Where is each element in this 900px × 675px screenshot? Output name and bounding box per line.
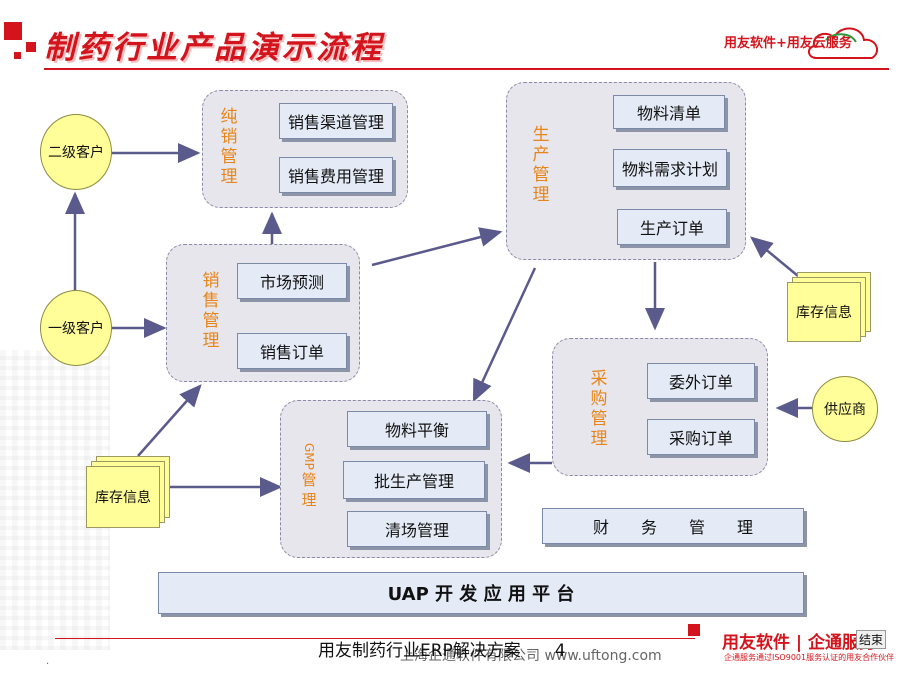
inventory-stack-left: 库存信息 bbox=[86, 456, 176, 532]
header-red-square-tiny bbox=[14, 52, 21, 59]
production-management-group: 生产管理 物料清单 物料需求计划 生产订单 bbox=[506, 82, 746, 260]
supplier-node: 供应商 bbox=[812, 376, 878, 442]
gmp-management-group: GMP 管理 物料平衡 批生产管理 清场管理 bbox=[280, 400, 502, 558]
gmp-label-prefix: GMP bbox=[302, 443, 316, 470]
production-order-box: 生产订单 bbox=[617, 209, 727, 245]
arrow-production-to-gmp bbox=[472, 267, 537, 403]
group-label-text: 销售管理 bbox=[202, 271, 220, 351]
material-balance-box: 物料平衡 bbox=[347, 411, 487, 447]
purchasing-management-label: 采购管理 bbox=[589, 369, 609, 449]
production-management-label: 生产管理 bbox=[531, 125, 551, 205]
sales-expense-management-box: 销售费用管理 bbox=[279, 157, 393, 193]
gmp-management-label: GMP 管理 bbox=[299, 443, 319, 510]
footer-brand: 用友软件 | 企通服务 bbox=[722, 633, 877, 653]
purchasing-management-group: 采购管理 委外订单 采购订单 bbox=[552, 338, 768, 476]
inventory-info-right: 库存信息 bbox=[787, 282, 861, 342]
header-red-square-large bbox=[4, 22, 22, 40]
end-button[interactable]: 结束 bbox=[856, 630, 887, 649]
cloud-icon bbox=[808, 27, 879, 59]
footer-certification: 企通服务通过ISO9001服务认证的用友合作伙伴 bbox=[724, 653, 895, 662]
sales-order-box: 销售订单 bbox=[237, 333, 347, 369]
line-clearance-management-box: 清场管理 bbox=[347, 511, 487, 547]
footer-company-website: 上海企通软件有限公司 www.uftong.com bbox=[400, 648, 662, 664]
group-label-text: 采购管理 bbox=[590, 369, 608, 449]
group-label-text: 纯销管理 bbox=[220, 107, 238, 187]
footer-red-square bbox=[688, 624, 700, 636]
batch-production-management-box: 批生产管理 bbox=[343, 461, 485, 499]
arrow-sales-to-production bbox=[371, 227, 503, 267]
group-label-text: 生产管理 bbox=[532, 125, 550, 205]
sales-management-label: 销售管理 bbox=[201, 271, 221, 351]
inventory-stack-right: 库存信息 bbox=[787, 272, 877, 344]
logo-text: 用友软件+用友云服务 bbox=[724, 36, 852, 51]
second-level-customer-node: 二级客户 bbox=[40, 114, 112, 190]
group-label-text: 管理 bbox=[301, 470, 317, 509]
inventory-info-left: 库存信息 bbox=[86, 466, 160, 528]
footer-solution-title: 用友制药行业ERP解决方案 4 bbox=[318, 641, 566, 661]
sales-management-group: 销售管理 市场预测 销售订单 bbox=[166, 244, 360, 382]
market-forecast-box: 市场预测 bbox=[237, 263, 347, 299]
arrow-inventory-right-to-production bbox=[750, 236, 799, 277]
footer-dot: . bbox=[46, 656, 50, 667]
finance-management-bar: 财 务 管 理 bbox=[542, 508, 804, 544]
arrow-inventory-left-to-sales bbox=[137, 384, 202, 457]
material-requirements-planning-box: 物料需求计划 bbox=[613, 149, 727, 187]
first-level-customer-node: 一级客户 bbox=[40, 290, 112, 366]
distribution-management-group: 纯销管理 销售渠道管理 销售费用管理 bbox=[202, 90, 408, 208]
uap-platform-bar: UAP 开 发 应 用 平 台 bbox=[158, 572, 804, 614]
sales-channel-management-box: 销售渠道管理 bbox=[279, 103, 393, 139]
bill-of-materials-box: 物料清单 bbox=[613, 95, 725, 129]
header-red-square-small bbox=[26, 42, 36, 52]
page-title: 制药行业产品演示流程 bbox=[44, 30, 384, 66]
outsourcing-order-box: 委外订单 bbox=[647, 363, 755, 399]
company-logo: 用友软件+用友云服务 bbox=[716, 18, 886, 62]
purchase-order-box: 采购订单 bbox=[647, 419, 755, 455]
distribution-management-label: 纯销管理 bbox=[219, 107, 239, 187]
header-divider bbox=[44, 68, 889, 70]
footer-divider bbox=[55, 638, 695, 639]
